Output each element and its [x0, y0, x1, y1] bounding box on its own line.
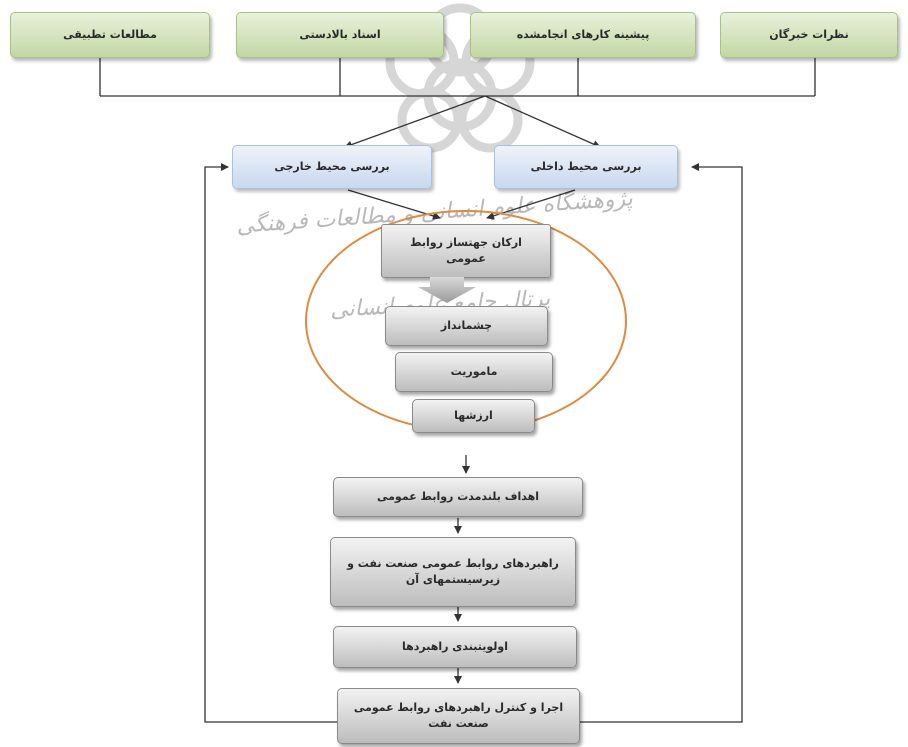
pillars-label: ارکان جهتساز روابط عمومی — [410, 235, 522, 266]
source-label: پیشینه کارهای انجامشده — [516, 27, 650, 41]
source-label: مطالعات تطبیقی — [63, 27, 157, 41]
values-box: ارزشها — [412, 399, 535, 433]
mission-box: ماموریت — [395, 352, 553, 392]
vision-label: چشمانداز — [440, 318, 493, 332]
external-environment-label: بررسی محیط خارجی — [274, 159, 390, 173]
prioritization-label: اولویتبندی راهبردها — [402, 639, 508, 653]
internal-environment-box: بررسی محیط داخلی — [494, 145, 678, 189]
long-term-goals-box: اهداف بلندمدت روابط عمومی — [333, 477, 583, 517]
values-label: ارزشها — [454, 408, 493, 422]
mission-label: ماموریت — [450, 364, 498, 378]
down-arrow-icon — [418, 277, 476, 303]
internal-environment-label: بررسی محیط داخلی — [530, 159, 642, 173]
vision-box: چشمانداز — [385, 306, 548, 346]
source-comparative-studies: مطالعات تطبیقی — [10, 12, 210, 58]
pillars-box: ارکان جهتساز روابط عمومی — [381, 224, 551, 278]
source-upstream-documents: اسناد بالادستی — [236, 12, 444, 58]
external-environment-box: بررسی محیط خارجی — [232, 145, 432, 189]
source-previous-works: پیشینه کارهای انجامشده — [470, 12, 696, 58]
source-label: نظرات خبرگان — [769, 27, 849, 41]
source-label: اسناد بالادستی — [299, 27, 381, 41]
implementation-box: اجرا و کنترل راهبردهای روابط عمومی صنعت … — [337, 688, 580, 744]
implementation-label: اجرا و کنترل راهبردهای روابط عمومی صنعت … — [353, 700, 564, 731]
strategies-box: راهبردهای روابط عمومی صنعت نفت و زیرسیست… — [330, 537, 576, 607]
prioritization-box: اولویتبندی راهبردها — [333, 626, 577, 668]
strategies-label: راهبردهای روابط عمومی صنعت نفت و زیرسیست… — [347, 556, 559, 587]
source-expert-opinions: نظرات خبرگان — [720, 12, 898, 58]
long-term-goals-label: اهداف بلندمدت روابط عمومی — [376, 489, 540, 503]
